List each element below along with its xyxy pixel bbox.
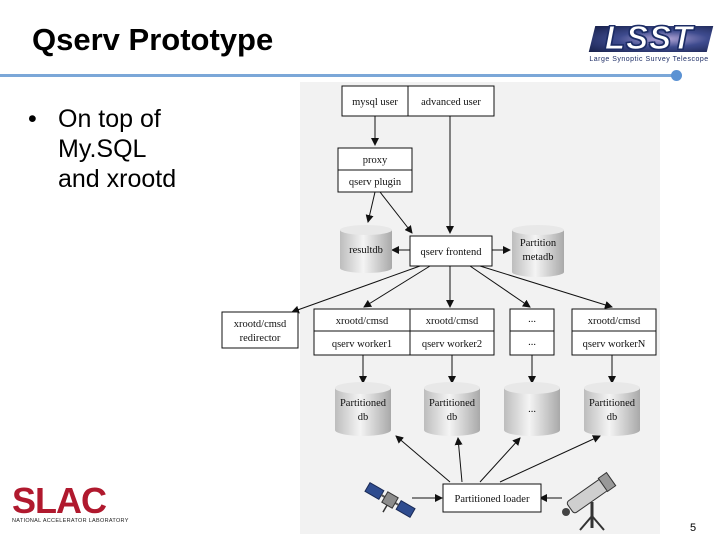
proxy-label: proxy bbox=[363, 155, 388, 166]
qserv-plugin-label: qserv plugin bbox=[349, 177, 402, 188]
redirector-label-line2: redirector bbox=[240, 333, 281, 344]
worker1-qserv-label: qserv worker1 bbox=[332, 339, 392, 350]
lsst-logo-text: LSST bbox=[604, 19, 694, 56]
partitioned-db-2-cylinder bbox=[424, 382, 480, 436]
worker2-xrootd-label: xrootd/cmsd bbox=[426, 316, 479, 327]
worker2-qserv-label: qserv worker2 bbox=[422, 339, 482, 350]
partitioned-db-1-label-line1: Partitioned bbox=[340, 398, 387, 409]
qserv-frontend-box bbox=[409, 235, 493, 267]
advanced-user-box bbox=[407, 85, 495, 117]
slide-title: Qserv Prototype bbox=[32, 22, 274, 57]
qserv-frontend-label: qserv frontend bbox=[421, 247, 483, 258]
qserv-plugin-box bbox=[337, 169, 413, 193]
partitioned-db-4-cylinder bbox=[584, 382, 640, 436]
advanced-user-label: advanced user bbox=[421, 97, 481, 108]
partitioned-db-4-label-line1: Partitioned bbox=[589, 398, 636, 409]
telescope-icon bbox=[562, 471, 617, 531]
lsst-logo-subtitle: Large Synoptic Survey Telescope bbox=[589, 56, 709, 63]
mysql-user-label: mysql user bbox=[352, 97, 398, 108]
workerN-qserv-box bbox=[571, 330, 657, 356]
partitioned-db-1-cylinder bbox=[335, 382, 391, 436]
title-rule bbox=[0, 74, 676, 77]
workerN-xrootd-label: xrootd/cmsd bbox=[588, 316, 641, 327]
workerN-qserv-label: qserv workerN bbox=[583, 339, 646, 350]
partitioned-db-3-label: ... bbox=[528, 404, 536, 415]
partitioned-db-1-label-line2: db bbox=[358, 412, 369, 423]
partitioned-loader-label: Partitioned loader bbox=[455, 494, 530, 505]
page-number: 5 bbox=[690, 522, 697, 534]
partition-metadb-label-line2: metadb bbox=[523, 252, 554, 263]
slac-logo: SLAC NATIONAL ACCELERATOR LABORATORY bbox=[12, 480, 134, 528]
redirector-box bbox=[221, 311, 299, 349]
redirector-label-line1: xrootd/cmsd bbox=[234, 319, 287, 330]
partitioned-db-4-label-line2: db bbox=[607, 412, 618, 423]
slac-logo-text: SLAC bbox=[12, 480, 107, 521]
ellipsis-top-label: ... bbox=[528, 314, 536, 325]
ellipsis-bottom-label: ... bbox=[528, 337, 536, 348]
partitioned-db-2-label-line1: Partitioned bbox=[429, 398, 476, 409]
resultdb-cylinder bbox=[340, 225, 392, 273]
bullet-marker: • bbox=[28, 105, 37, 133]
mysql-user-box bbox=[341, 85, 409, 117]
bullet-item: On top of My.SQL and xrootd bbox=[58, 105, 177, 193]
worker2-qserv-box bbox=[409, 330, 495, 356]
partition-metadb-label-line1: Partition bbox=[520, 238, 557, 249]
worker1-xrootd-label: xrootd/cmsd bbox=[336, 316, 389, 327]
slac-logo-subtitle: NATIONAL ACCELERATOR LABORATORY bbox=[12, 518, 129, 524]
ellipsis-bottom-box bbox=[509, 330, 555, 356]
satellite-icon bbox=[364, 481, 416, 519]
resultdb-label: resultdb bbox=[349, 245, 383, 256]
diagram-connectors bbox=[291, 116, 616, 502]
partitioned-loader-box bbox=[442, 483, 542, 513]
title-rule-dot bbox=[671, 70, 682, 81]
partitioned-db-3-cylinder bbox=[504, 382, 560, 436]
lsst-logo: LSST Large Synoptic Survey Telescope bbox=[586, 19, 714, 66]
partitioned-db-2-label-line2: db bbox=[447, 412, 458, 423]
partition-metadb-cylinder bbox=[512, 225, 564, 277]
